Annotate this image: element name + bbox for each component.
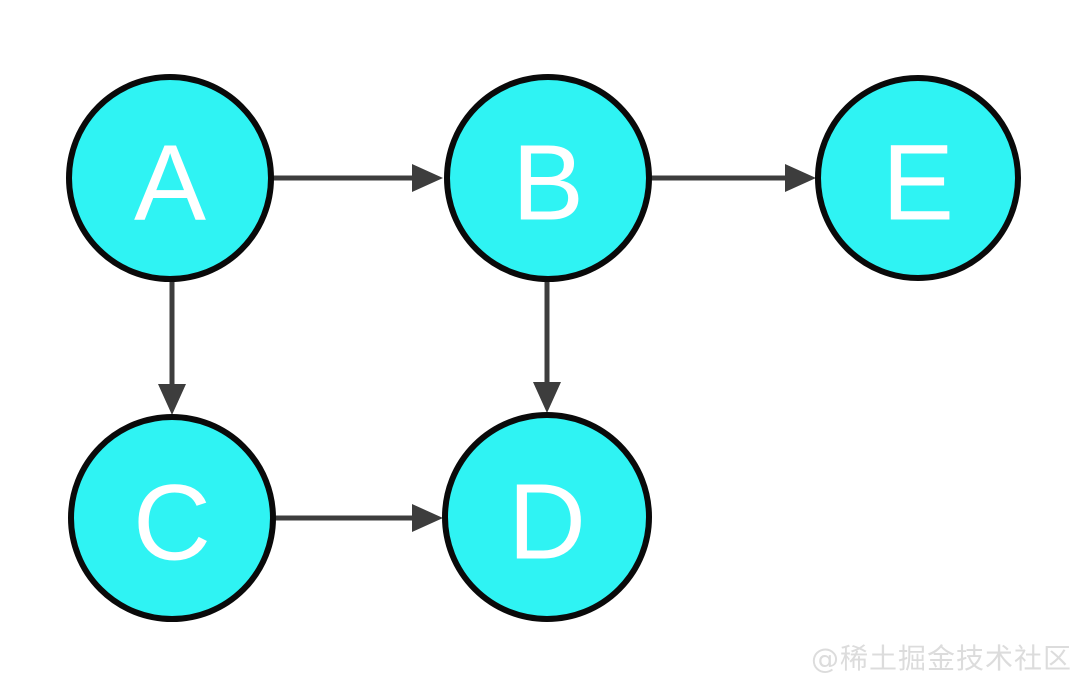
node-b-shape[interactable] (444, 74, 652, 282)
node-a-shape[interactable] (66, 74, 274, 282)
node-d-label: D (508, 461, 586, 582)
node-a[interactable]: A (66, 74, 274, 282)
node-e-label: E (882, 122, 954, 243)
node-a-label: A (134, 122, 206, 243)
node-d-shape[interactable] (442, 412, 652, 622)
edge-a-to-b (273, 164, 443, 192)
edge-b-to-d-arrowhead (533, 382, 561, 413)
node-b[interactable]: B (444, 74, 652, 282)
edge-b-to-e (651, 164, 816, 192)
node-e[interactable]: E (815, 75, 1021, 281)
node-c[interactable]: C (68, 414, 276, 622)
node-c-shape[interactable] (68, 414, 276, 622)
edge-b-to-d (533, 281, 561, 413)
node-layer: A B E C D (66, 74, 1021, 622)
edge-a-to-c-arrowhead (158, 384, 186, 415)
node-c-label: C (133, 462, 211, 583)
edge-a-to-b-arrowhead (412, 164, 443, 192)
edge-b-to-e-arrowhead (785, 164, 816, 192)
edge-a-to-c (158, 281, 186, 415)
watermark: @稀土掘金技术社区 (810, 642, 1072, 675)
edge-c-to-d-arrowhead (412, 504, 443, 532)
node-b-label: B (512, 122, 584, 243)
edge-c-to-d (275, 504, 443, 532)
node-e-shape[interactable] (815, 75, 1021, 281)
edge-layer (158, 164, 816, 532)
node-d[interactable]: D (442, 412, 652, 622)
